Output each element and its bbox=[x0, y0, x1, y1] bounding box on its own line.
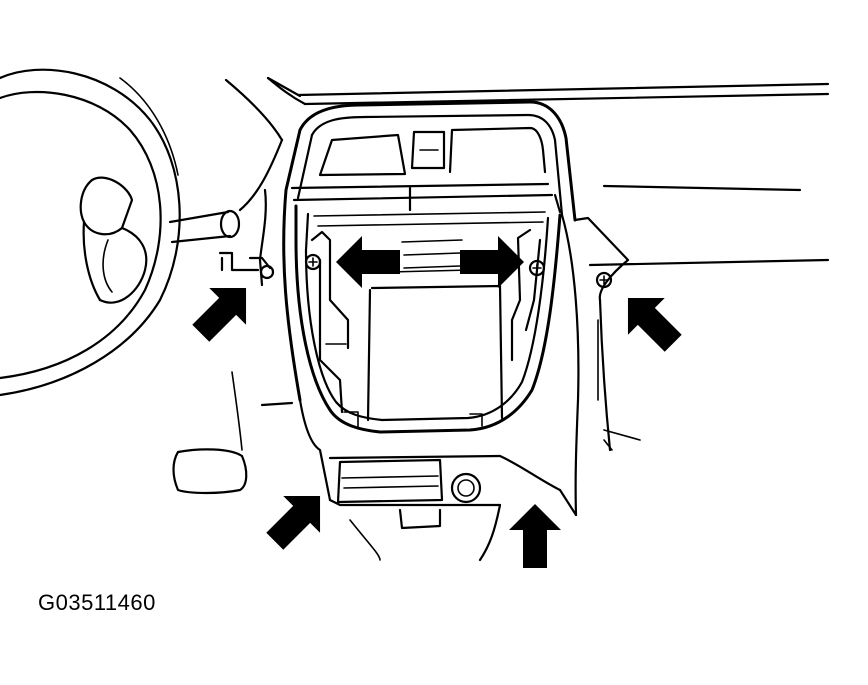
screw-icon bbox=[304, 253, 322, 271]
screw-icon bbox=[528, 259, 546, 277]
arrow-icon bbox=[336, 236, 400, 288]
radio-cavity bbox=[294, 204, 562, 434]
arrow-icon bbox=[266, 495, 321, 550]
right-trim-panel bbox=[560, 213, 641, 517]
steering-column bbox=[168, 209, 241, 244]
brake-pedal bbox=[172, 371, 248, 495]
console-bezel bbox=[282, 100, 577, 402]
steering-wheel bbox=[0, 68, 181, 397]
left-bracket bbox=[218, 251, 275, 280]
arrow-icon bbox=[509, 504, 561, 568]
arrow-icon bbox=[460, 236, 524, 288]
dash-top bbox=[224, 76, 830, 267]
dash-left-side bbox=[238, 138, 284, 287]
arrows bbox=[192, 236, 682, 568]
lower-console bbox=[260, 398, 578, 562]
figure-code: G03511460 bbox=[38, 590, 156, 615]
arrow-icon bbox=[192, 287, 247, 342]
arrow-icon bbox=[627, 297, 682, 352]
